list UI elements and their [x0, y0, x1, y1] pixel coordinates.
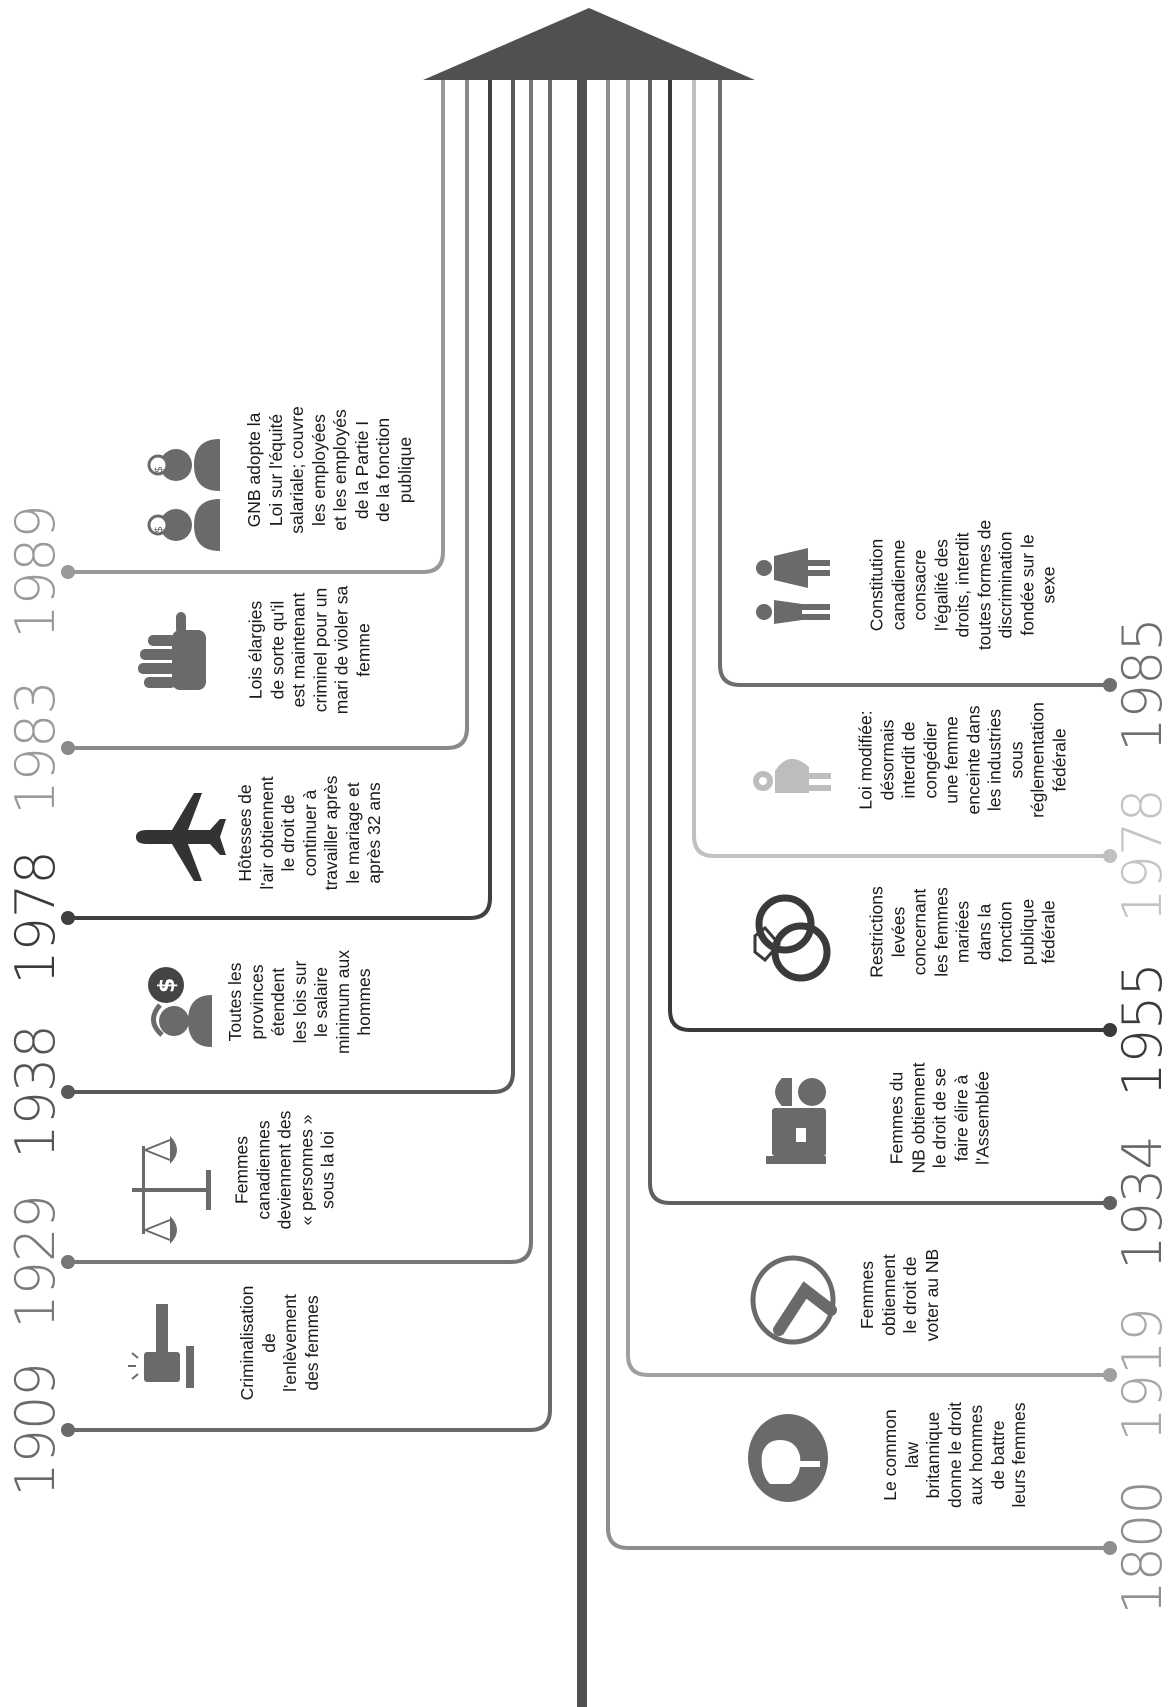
right-year-1919: 1919 [1111, 1308, 1173, 1442]
pregnant-woman-icon [753, 759, 831, 793]
left-year-1909: 1909 [4, 1363, 67, 1497]
fist-icon [748, 1414, 828, 1502]
right-branch-dot-1955 [1103, 1023, 1117, 1037]
left-year-1938: 1938 [4, 1025, 67, 1159]
right-branch-dot-1985 [1103, 678, 1117, 692]
right-branch-dot-1800 [1103, 1541, 1117, 1555]
left-year-1989: 1989 [4, 505, 67, 639]
right-description-1934: Femmes du NB obtiennent le droit de se f… [886, 1062, 993, 1174]
svg-text:$: $ [155, 978, 180, 993]
right-branch-line-1985 [718, 80, 1108, 687]
svg-text:$: $ [152, 466, 165, 473]
right-branch-line-1955 [668, 80, 1108, 1032]
svg-text:$: $ [152, 526, 165, 533]
left-branch-dot-1938 [61, 1085, 75, 1099]
right-branch-dot-1934 [1103, 1196, 1117, 1210]
right-branch-dot-1978 [1103, 849, 1117, 863]
left-branch-line-1909 [70, 80, 552, 1432]
wedding-rings-icon [753, 894, 831, 982]
right-branch-line-1919 [626, 80, 1108, 1377]
stop-hand-icon [138, 612, 206, 690]
left-branch-dot-1909 [61, 1423, 75, 1437]
right-branch-line-1978 [692, 80, 1108, 858]
left-branch-dot-1983 [61, 741, 75, 755]
airplane-icon [136, 793, 226, 881]
right-year-1800: 1800 [1111, 1481, 1173, 1615]
scales-of-justice-icon [132, 1136, 211, 1244]
left-branch-dot-1929 [61, 1255, 75, 1269]
right-description-1978: Loi modifiée: désormais interdit de cong… [855, 702, 1070, 818]
gavel-icon [128, 1304, 194, 1388]
left-branch-dot-1989 [61, 565, 75, 579]
right-description-1800: Le common law britannique donne le droit… [879, 1401, 1029, 1509]
right-branch-dot-1919 [1103, 1368, 1117, 1382]
right-branch-line-1800 [606, 80, 1108, 1550]
left-description-1978: Hôtesses de l'air obtiennent le droit de… [234, 775, 384, 891]
right-year-1978: 1978 [1111, 789, 1173, 923]
right-year-1934: 1934 [1111, 1136, 1173, 1270]
left-branch-line-1978 [70, 80, 492, 920]
right-year-1955: 1955 [1111, 963, 1173, 1097]
woman-podium-icon [766, 1078, 826, 1164]
left-year-1929: 1929 [4, 1195, 67, 1329]
vote-check-icon [750, 1255, 837, 1345]
right-description-1985: Constitution canadienne consacre l'égali… [866, 519, 1059, 651]
man-woman-icon [756, 548, 830, 624]
left-branch-line-1938 [70, 80, 515, 1094]
left-branch-line-1929 [70, 80, 533, 1264]
left-description-1989: GNB adopte la Loi sur l'équité salariale… [244, 406, 415, 534]
left-branch-dot-1978 [61, 911, 75, 925]
pay-equity-people-icon: $$ [147, 439, 220, 551]
timeline-arrowhead [423, 8, 755, 80]
left-description-1938: Toutes les provinces étendent les lois s… [224, 949, 374, 1055]
left-description-1929: Femmes canadiennes deviennent des « pers… [231, 1110, 338, 1230]
worker-dollar-icon: $ [148, 967, 212, 1047]
right-branch-line-1934 [648, 80, 1108, 1205]
timeline-trunk [577, 78, 587, 1707]
left-year-1983: 1983 [4, 681, 67, 815]
left-year-1978: 1978 [4, 851, 67, 985]
right-description-1955: Restrictions levées concernant les femme… [866, 886, 1059, 978]
right-description-1919: Femmes obtiennent le droit de voter au N… [857, 1248, 942, 1342]
left-branch-line-1989 [70, 80, 445, 574]
left-branch-line-1983 [70, 80, 469, 750]
left-description-1909: Criminalisation de l'enlèvement des femm… [237, 1285, 322, 1401]
left-description-1983: Lois élargies de sorte qu'il est mainten… [245, 585, 374, 715]
right-year-1985: 1985 [1111, 618, 1173, 752]
